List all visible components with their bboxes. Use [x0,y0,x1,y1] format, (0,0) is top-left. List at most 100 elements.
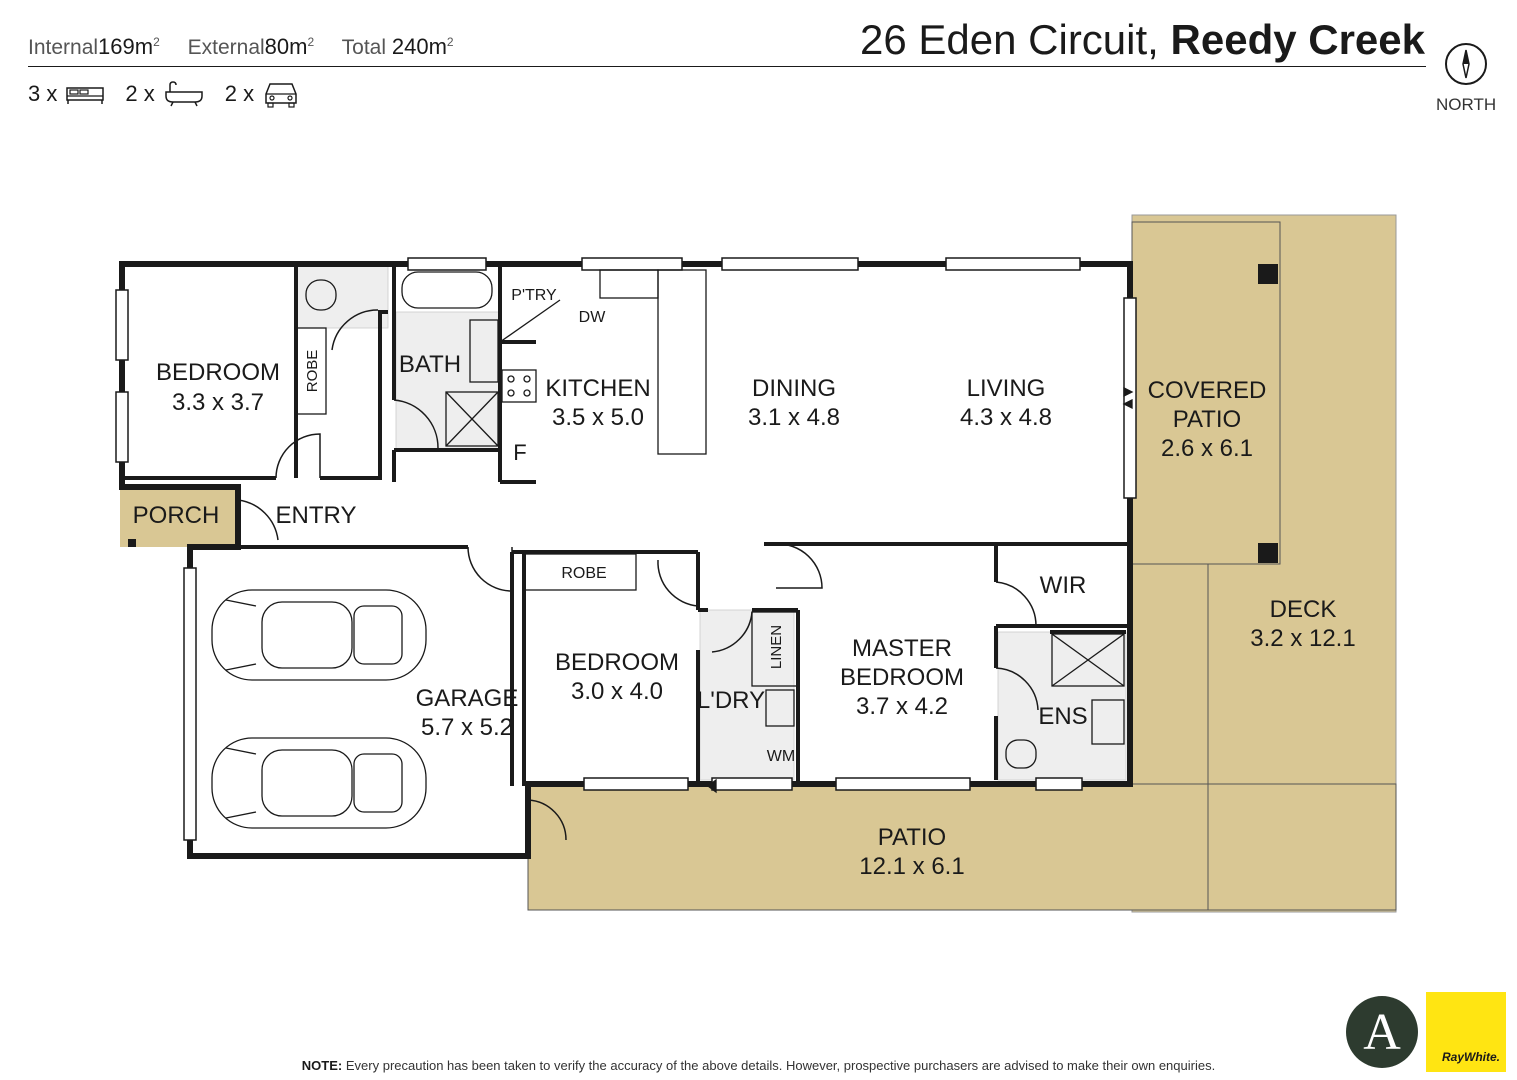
agency-logo: A [1346,996,1418,1068]
internal-value: 169 [98,34,135,59]
master-size: 3.7 x 4.2 [856,693,948,720]
address-suburb: Reedy Creek [1170,16,1425,63]
basin [469,319,499,383]
area-summary: Internal169m2 External80m2 Total 240m2 [28,34,476,60]
sliding-door-arrow [1122,398,1133,410]
toilet [305,279,337,311]
entry-label: ENTRY [276,502,357,529]
island-bench [657,269,707,455]
raywhite-logo: RayWhite. [1426,992,1506,1072]
fixtures [295,269,1134,794]
robe1-label: ROBE [304,350,321,393]
living-size: 4.3 x 4.8 [960,404,1052,431]
ens-label: ENS [1038,703,1087,730]
bedroom1-size: 3.3 x 3.7 [172,389,264,416]
internal-unit: m [134,34,154,59]
ensuite-basin [1091,699,1125,745]
car-count: 2 x [224,81,255,106]
bed-icon [66,87,105,104]
bathtub [401,271,493,309]
brand-label: RayWhite. [1441,1050,1500,1064]
total-exp: 2 [446,35,454,49]
external-exp: 2 [307,35,315,49]
deck-name: DECK [1270,596,1337,623]
pantry-label: P'TRY [511,287,557,304]
deck-size: 3.2 x 12.1 [1250,625,1355,652]
sink [599,269,659,299]
post [1258,543,1278,563]
covered-patio-name1: COVERED [1148,377,1267,404]
note-label: NOTE: [301,1058,343,1073]
wm-label: WM [767,748,795,765]
bedroom2-size: 3.0 x 4.0 [571,678,663,705]
post [128,539,136,547]
total-unit: m [428,34,447,59]
master-name1: MASTER [852,635,952,662]
north-indicator: NORTH [1436,40,1496,115]
patio-size: 12.1 x 6.1 [859,853,964,880]
garage-name: GARAGE [416,685,519,712]
total-value: 240 [391,34,429,59]
sliding-door-arrow [706,778,717,794]
internal-exp: 2 [153,35,160,49]
north-label: NORTH [1436,95,1497,114]
bedroom2-name: BEDROOM [555,649,679,676]
car-2 [211,737,427,829]
address-street: 26 Eden Circuit, [860,16,1159,63]
ensuite-toilet [1005,739,1037,769]
kitchen-size: 3.5 x 5.0 [552,404,644,431]
car-1 [211,589,427,681]
dining-size: 3.1 x 4.8 [748,404,840,431]
linen-label: LINEN [768,625,785,669]
linen-cupboard [751,611,799,687]
bed-count: 3 x [28,81,58,106]
sliding-door-arrow [1123,386,1134,398]
cooktop [501,369,537,403]
laundry-label: L'DRY [697,687,765,714]
covered-patio-area [1131,221,1281,565]
robe-box [295,327,327,415]
logo-letter: A [1363,1003,1401,1061]
header-divider [28,66,1426,67]
total-label: Total [341,36,386,59]
feature-counts: 3 x 2 x 2 x [28,80,320,108]
door-swings [237,309,1039,841]
patio-name: PATIO [878,824,946,851]
car-icon [265,83,297,108]
robe2-label: ROBE [561,565,606,582]
porch-area [120,487,238,547]
outdoor-areas [120,214,1397,913]
disclaimer-note: NOTE: Every precaution has been taken to… [0,1058,1517,1073]
dining-name: DINING [752,375,836,402]
walls [119,261,1133,859]
external-unit: m [289,34,308,59]
compass-icon [1445,43,1487,85]
room-labels: BEDROOM 3.3 x 3.7 ROBE BATH P'TRY DW KIT… [133,287,1356,880]
wir-label: WIR [1040,572,1087,599]
bath-icon [164,81,203,107]
bath-count: 2 x [125,81,155,106]
covered-patio-size: 2.6 x 6.1 [1161,435,1253,462]
external-label: External [187,36,265,59]
wardrobe-robe [523,553,637,591]
fridge-label: F [513,440,526,465]
dw-label: DW [579,309,607,326]
laundry-tub [765,689,795,727]
patio-area [527,783,1397,911]
car-outlines [211,589,427,829]
bath-label: BATH [399,351,461,378]
master-name2: BEDROOM [840,664,964,691]
garage-size: 5.7 x 5.2 [421,714,513,741]
kitchen-name: KITCHEN [545,375,650,402]
shower [445,391,499,447]
note-text: Every precaution has been taken to verif… [345,1058,1216,1073]
porch-label: PORCH [133,502,220,529]
bedroom1-name: BEDROOM [156,359,280,386]
property-address: 26 Eden Circuit, Reedy Creek [860,16,1425,64]
tile-areas [295,265,1127,781]
external-value: 80 [264,34,290,59]
post [1258,264,1278,284]
ensuite-shower [1051,633,1125,687]
covered-patio-name2: PATIO [1173,406,1241,433]
